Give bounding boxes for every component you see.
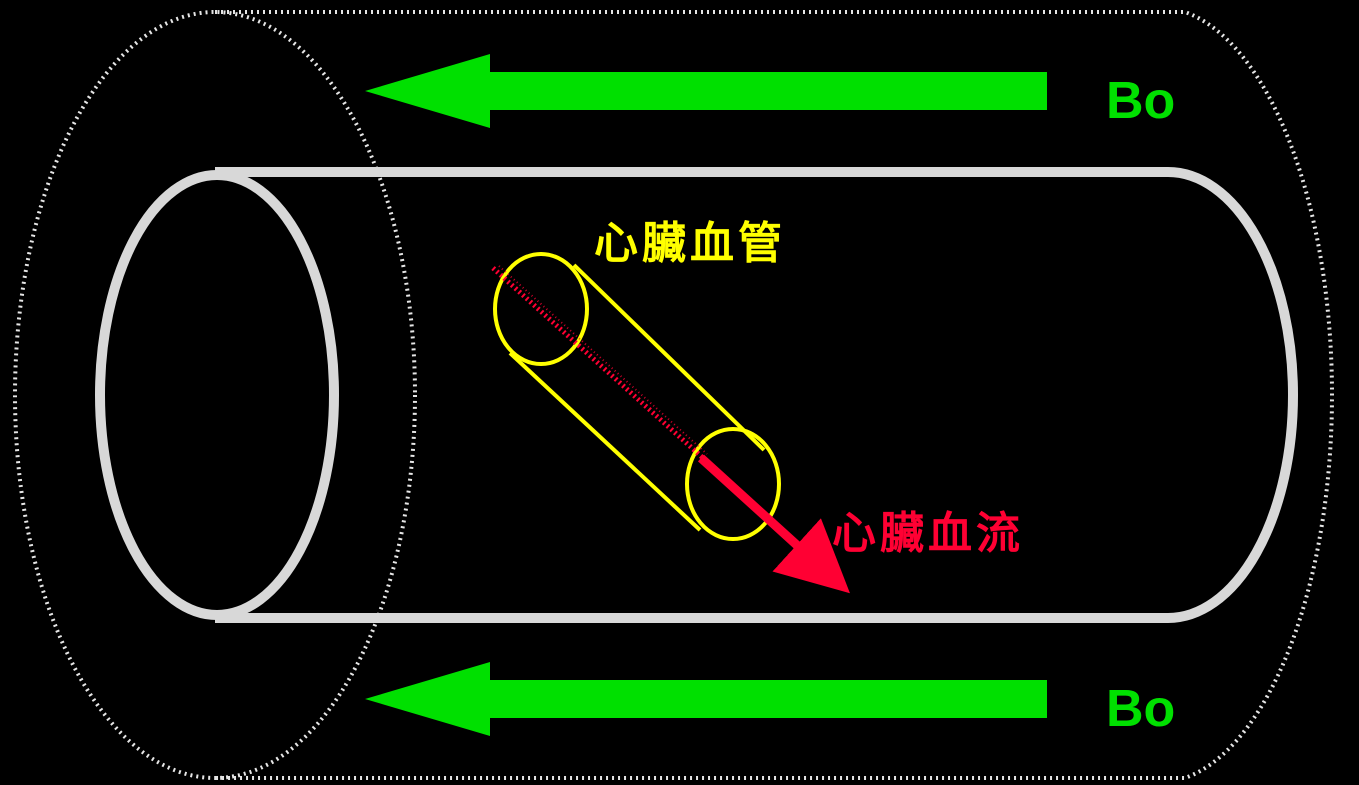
vessel-side-bottom xyxy=(508,351,702,532)
magnet-outline xyxy=(13,10,1334,780)
field-label-bottom: Bo xyxy=(1106,680,1175,738)
flow-axis-dotted xyxy=(491,266,705,460)
vessel-end-lower xyxy=(685,427,781,541)
vessel-cylinder xyxy=(493,252,781,541)
bore-opening xyxy=(95,170,339,620)
bore-body xyxy=(215,167,1298,623)
field-arrow-bottom xyxy=(365,662,1047,736)
field-arrow-top xyxy=(365,54,1047,128)
vessel-end-upper xyxy=(493,252,589,366)
flow-axis-dotted-2 xyxy=(498,265,708,455)
magnet-outline-body xyxy=(215,10,1334,780)
flow-label: 心臟血流 xyxy=(832,508,1024,559)
vessel-side-top xyxy=(572,263,766,452)
magnet-outline-front-ring xyxy=(13,10,417,780)
field-label-top: Bo xyxy=(1106,72,1175,130)
flow-arrow xyxy=(697,454,850,594)
vessel-label: 心臟血管 xyxy=(594,218,786,269)
bore-cylinder xyxy=(95,167,1298,623)
